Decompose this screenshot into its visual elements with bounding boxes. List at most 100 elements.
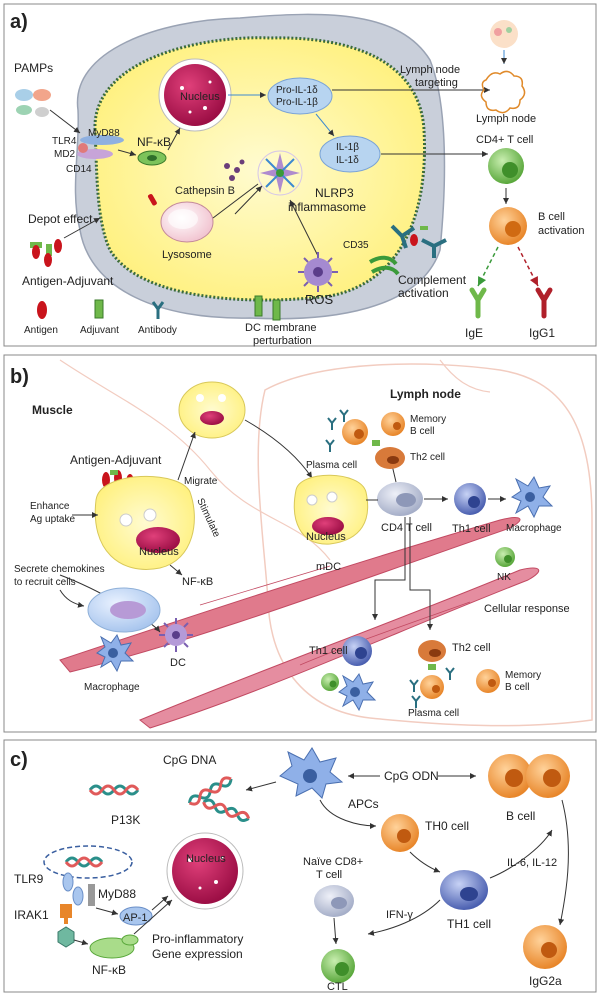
b-cell-icon-a — [489, 207, 527, 245]
macrophage-right-label: Macrophage — [506, 523, 562, 534]
migrate-arrow — [177, 431, 196, 481]
apc-to-th0-arrow — [319, 799, 377, 829]
nfkb-label-b: NF-κB — [182, 576, 213, 588]
lymph-node-boundary — [257, 363, 593, 727]
th1-to-ctl-arrow — [367, 899, 441, 936]
legend-antibody-icon — [151, 301, 165, 319]
dc-label: DC — [170, 657, 186, 669]
nucleus-c-label: Nucleus — [186, 853, 226, 865]
plasma-cell-top-icon — [325, 409, 368, 452]
ctl-label: CTL — [327, 981, 348, 993]
th1-c-icon — [440, 870, 488, 910]
mdc-label: mDC — [316, 561, 341, 573]
antigen-adjuvant-icon-a — [30, 239, 62, 267]
th0-label: TH0 cell — [425, 819, 469, 833]
apc-icon — [279, 747, 344, 799]
panel-a: a) Nucleus PAMPs MyD88 TLR4 MD2 — [3, 3, 597, 347]
th2-bottom-icon — [418, 640, 446, 670]
macrophage-left-label: Macrophage — [84, 682, 140, 693]
cpg-dna-icon-3 — [202, 798, 251, 822]
ap1-to-nucleus-arrow — [151, 895, 169, 911]
memory-b-top-label-1: Memory — [410, 414, 446, 425]
ctl-icon — [321, 949, 355, 983]
myd88-to-ap1-arrow — [95, 907, 119, 916]
apc-to-cpg-arrow — [245, 781, 277, 792]
cd35-label: CD35 — [343, 240, 369, 251]
nucleus-a-label: Nucleus — [180, 91, 220, 103]
dc-membrane-label-1: DC membrane — [245, 322, 317, 334]
muscle-fiber-2 — [139, 567, 540, 729]
ros-icon — [298, 252, 338, 292]
secrete-label-2: to recruit cells — [14, 577, 76, 588]
cd4-t-cell-b — [377, 482, 423, 516]
cd35-receptor-icon — [368, 255, 400, 276]
depot-arrow — [63, 217, 101, 239]
complement-antibody-icon — [390, 224, 447, 258]
b-cell-c-label: B cell — [506, 809, 535, 823]
th2-bottom-label: Th2 cell — [452, 642, 491, 654]
lymph-node-label-a: Lymph node — [476, 113, 536, 125]
md2-label: MD2 — [54, 149, 76, 160]
receptor-to-nfkb-arrow — [117, 149, 137, 157]
muscle-fiber-4 — [299, 601, 471, 666]
nlrp3-label-2: inflammasome — [288, 200, 366, 214]
bcell-to-igg1-arrow — [517, 246, 539, 287]
il1-bubble: IL-1β IL-1δ — [319, 135, 381, 173]
igg1-label: IgG1 — [529, 326, 555, 340]
nucleus-label-b-left: Nucleus — [139, 546, 179, 558]
nfkb-arrow-b — [169, 564, 183, 576]
th2-connector-icon — [372, 440, 380, 446]
pro-il-bubble: Pro-IL-1δ Pro-IL-1β — [267, 77, 333, 115]
legend-adjuvant-label: Adjuvant — [80, 325, 119, 336]
il1b-label: IL-1β — [336, 142, 359, 153]
panel-c: c) CpG DNA P13K CpG ODN B cell — [3, 739, 597, 993]
th2-top-label: Th2 cell — [410, 452, 445, 463]
naive-cd8-icon — [314, 885, 354, 917]
apcs-label: APCs — [348, 797, 379, 811]
nfkb-arrow-a — [167, 127, 181, 151]
th1-bottom-label: Th1 cell — [309, 645, 348, 657]
p13k-hex-icon — [57, 926, 75, 948]
p13k-label: P13K — [111, 813, 140, 827]
pamps-icon — [15, 89, 51, 117]
lysosome-antigen-icon — [148, 194, 157, 206]
pro-inflam-label-1: Pro-inflammatory — [152, 932, 243, 946]
myd88-c-label: MyD88 — [98, 887, 136, 901]
macrophage-left-icon — [96, 633, 135, 673]
muscle-fiber-3 — [199, 565, 331, 606]
cpg-dna-icon-2 — [187, 776, 233, 806]
migrate-label: Migrate — [184, 476, 218, 487]
cd4-label-a: CD4+ T cell — [476, 134, 533, 146]
memory-b-top-icon — [381, 412, 405, 436]
th2-top-icon — [375, 447, 405, 469]
lymph-node-label-b: Lymph node — [390, 387, 461, 401]
memory-b-bottom-icon — [476, 669, 500, 693]
endosome-outline — [43, 845, 133, 879]
cd4-to-th2-bottom-arrow — [409, 517, 433, 630]
lysosome-label: Lysosome — [162, 249, 212, 261]
irak1-icon — [60, 904, 72, 924]
nfkb-label-a: NF-κB — [137, 135, 171, 149]
cpg-dna-icon-1 — [88, 784, 140, 796]
th1-c-label: TH1 cell — [447, 917, 491, 931]
complement-label-2: activation — [398, 286, 449, 300]
secrete-label-1: Secrete chemokines — [14, 564, 105, 575]
muscle-label: Muscle — [32, 403, 73, 417]
to-lymph-arrow — [244, 419, 313, 479]
b-cell-label-2: activation — [538, 225, 584, 237]
cpg-dna-label: CpG DNA — [163, 753, 216, 767]
antigen-adjuvant-label-b: Antigen-Adjuvant — [70, 453, 162, 467]
tlr9-label: TLR9 — [14, 872, 44, 886]
nk-bottom-icon — [321, 673, 339, 691]
legend-antigen-icon — [37, 301, 47, 319]
lyso-to-nlrp3-arrow — [234, 185, 263, 215]
cpg-in-endosome-icon — [64, 856, 104, 868]
enhance-label-1: Enhance — [30, 501, 70, 512]
pro-il1b-label: Pro-IL-1β — [276, 97, 318, 108]
plasma-cell-bottom-label: Plasma cell — [408, 708, 459, 719]
cpg-odn-label: CpG ODN — [384, 769, 439, 783]
secrete-arrow — [59, 589, 85, 608]
nk-label: NK — [497, 572, 511, 583]
nucleus-a: Nucleus — [158, 58, 232, 132]
